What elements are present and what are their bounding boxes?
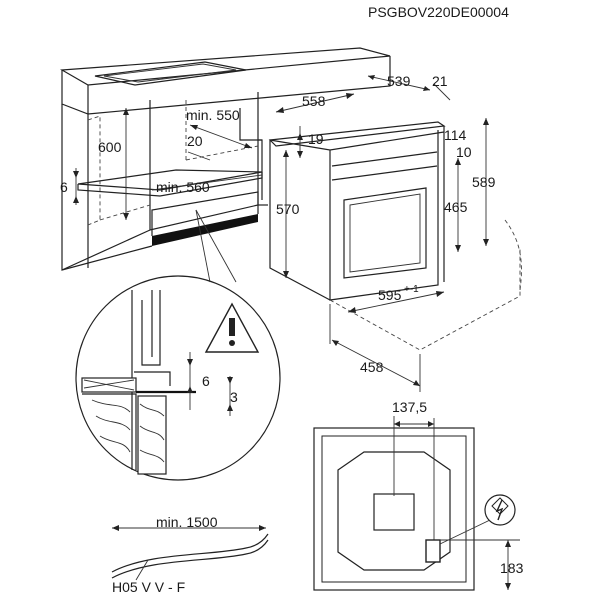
hob-cutout [94,61,247,86]
dim-21-line [433,83,451,101]
dim-20-line [187,151,211,161]
oven-dimensions: 558 539 21 19 114 10 589 570 465 595 +-1… [275,73,496,392]
dim-589: 589 [472,174,496,190]
floor-line [61,245,153,271]
wood-post [137,395,167,475]
plinth-vent [152,214,258,246]
detail-dim-3-arrows [227,377,233,411]
control-strip [331,151,438,167]
cabinet-left-side [61,104,151,271]
back-view: 137,5 183 [313,399,524,591]
dim-114: 114 [444,127,467,143]
cabinet-right-side [239,108,263,200]
plinth-front [151,191,259,236]
dim-min550-arrows [190,125,252,148]
dim-min550: min. 550 [186,107,240,123]
dim-539-arrows [368,75,430,91]
cabinet-back [149,92,259,231]
cabinet-shelf-edge [77,172,263,197]
detail-circle-view: 6 3 [75,209,281,481]
cable-line-b [111,539,269,579]
dashed-curve [504,219,522,291]
cable-drawing: min. 1500 H05 V V - F [111,514,269,595]
oven-side [269,140,331,301]
dashed-cavity [329,248,521,351]
dim-539: 539 [387,73,411,89]
dim-539-line [367,75,431,91]
dim-570: 570 [276,201,300,217]
product-code: PSGBOV220DE00004 [368,4,509,20]
dim-21: 21 [432,73,448,89]
countertop-edge [61,56,391,115]
dim-558-line [275,93,355,113]
dim-595-line [347,291,445,313]
dim-137: 137,5 [392,399,427,415]
dim-6-arrows [73,171,79,203]
control-strip-low [331,165,438,181]
oven-top-front [269,131,445,151]
dim-458-line [331,339,421,387]
dim-6-left: 6 [60,179,68,195]
warning-icon-dot [229,340,235,346]
dim-20: 20 [187,133,203,149]
detail-dim-6: 6 [202,373,210,389]
warning-icon-bar [229,318,235,336]
dashed-left-floor [99,204,151,221]
power-socket [425,539,441,563]
callout-line-a [195,209,211,283]
oven-window [343,187,427,279]
dim-min550-line [189,124,253,149]
hob-cutout-inner [103,63,237,83]
back-panel-shape [337,451,451,571]
dim-19: 19 [308,131,324,147]
dim-458: 458 [360,359,384,375]
wood-grain-left [91,399,131,453]
oven-front [329,130,439,301]
dim-10: 10 [456,144,472,160]
wood-grain-post [139,403,165,463]
dim-min560: min. 560 [156,179,210,195]
cabinet-drawing [60,47,391,271]
dashed-inner-floor [185,145,259,161]
callout-line-b [195,209,237,283]
detail-dim-6-arrows [187,359,193,393]
oven-drawing [268,121,522,351]
detail-circle [75,275,281,481]
cabinet-dimensions: 600 min. 550 20 min. 560 6 [60,107,263,220]
dim-595: 595 [378,287,402,303]
wood-block [82,393,137,470]
slab-hatch [83,379,135,391]
oven-top [268,121,446,147]
dim-min560-line [151,174,263,191]
detail-dim-3: 3 [230,389,238,405]
dim-558: 558 [302,93,326,109]
dim-465: 465 [444,199,468,215]
dim-183: 183 [500,560,524,576]
back-center-box [373,493,415,531]
electric-icon [495,499,504,521]
dim-600: 600 [98,139,122,155]
cable-label-leader [135,559,149,581]
cable-type: H05 V V - F [112,579,185,595]
cable-length: min. 1500 [156,514,218,530]
oven-window-inner [349,193,421,273]
dim-19-arrows [297,133,303,158]
dashed-left-panel [87,115,101,226]
cable-line-a [111,533,269,573]
dim-595-tolerance: +-1 [404,284,419,295]
